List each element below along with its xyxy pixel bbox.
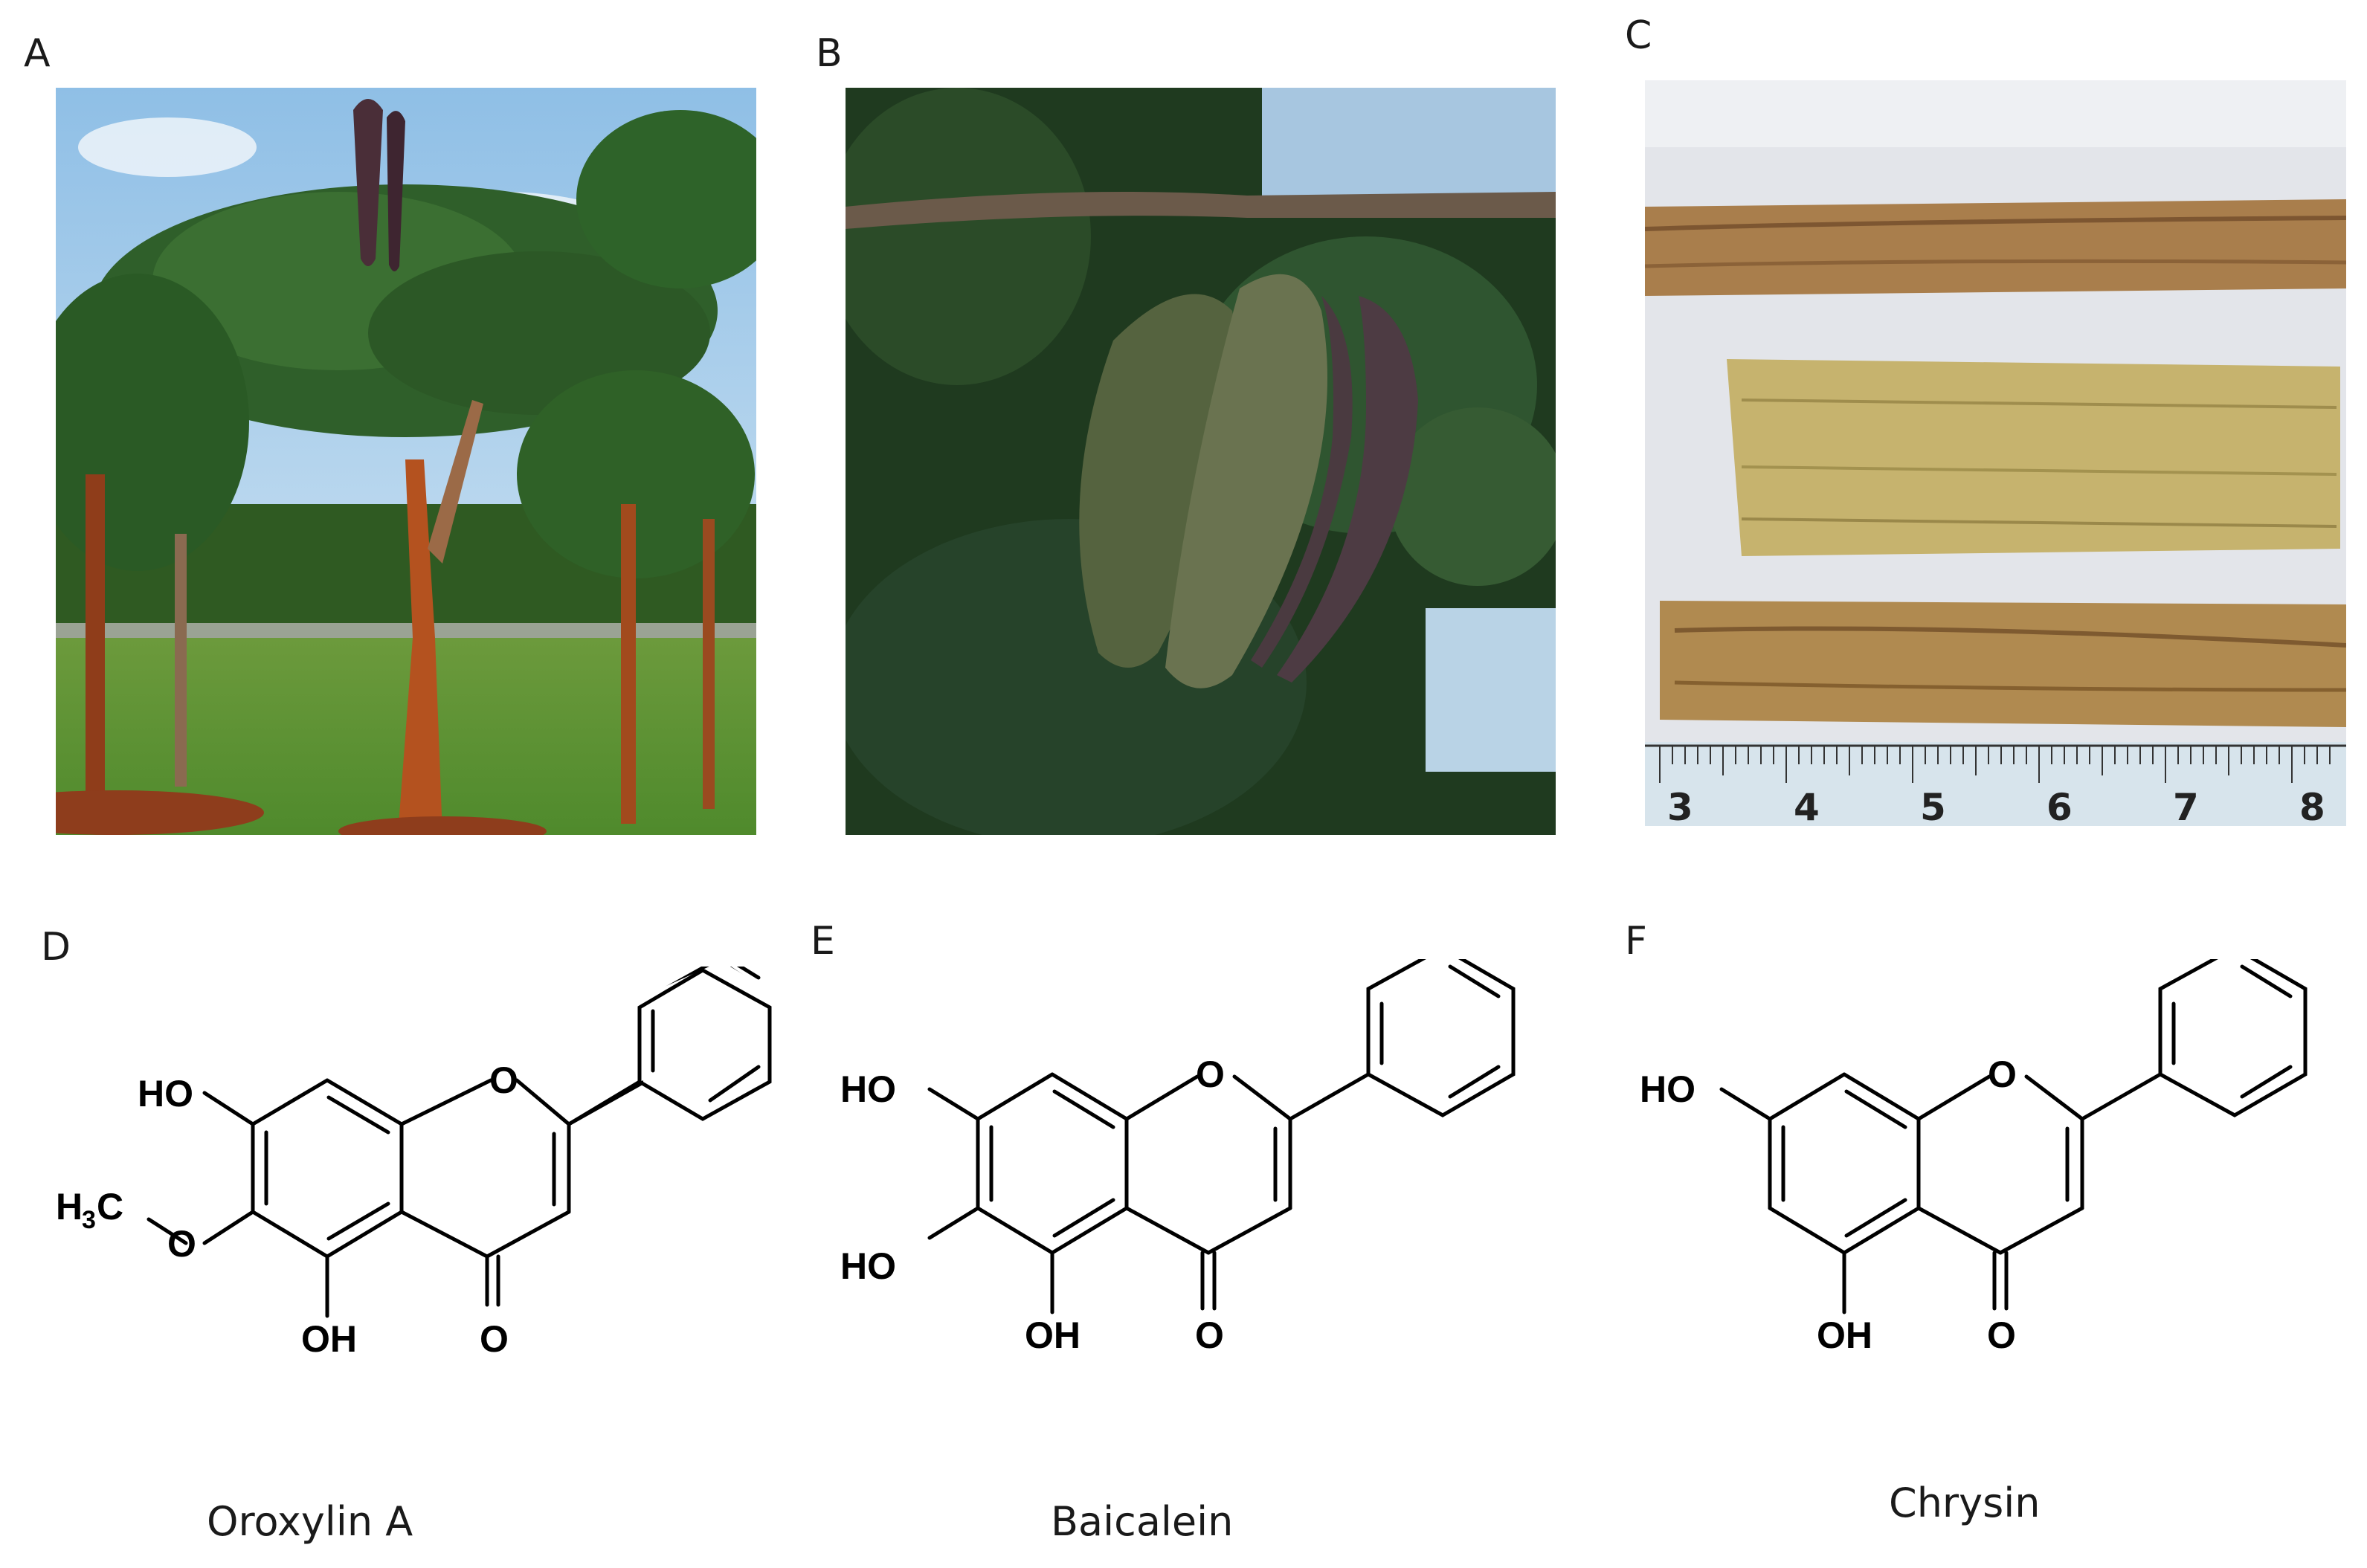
atom-h3c-h: H xyxy=(56,1186,83,1227)
structure-baicalein: HO O HO OH O xyxy=(840,959,1516,1356)
ruler-label-3: 3 xyxy=(1667,786,1693,826)
atom-methoxy-o: O xyxy=(167,1223,196,1265)
atom-keto-o: O xyxy=(1195,1314,1224,1356)
ruler-label-5: 5 xyxy=(1920,786,1946,826)
atom-ho-mid: HO xyxy=(840,1245,896,1287)
compound-name-baicalein: Baicalein xyxy=(1051,1498,1234,1545)
ruler-label-7: 7 xyxy=(2173,786,2199,826)
photo-pods xyxy=(846,88,1556,835)
atom-ho-top: HO xyxy=(138,1073,193,1114)
atom-oh-bottom: OH xyxy=(1025,1314,1081,1356)
atom-keto-o: O xyxy=(1987,1314,2016,1356)
panel-label-b: B xyxy=(816,31,843,76)
atom-ring-o: O xyxy=(1988,1054,2017,1095)
atom-oh-bottom: OH xyxy=(1817,1314,1872,1356)
atom-ho-top: HO xyxy=(1640,1068,1695,1110)
photo-bark: 3 4 5 6 7 8 xyxy=(1645,80,2346,826)
structure-oroxylin-a: HO O H 3 C O OH O xyxy=(56,967,773,1360)
atom-oh-bottom: OH xyxy=(301,1318,357,1360)
panel-label-f: F xyxy=(1625,919,1647,964)
panel-label-c: C xyxy=(1625,13,1652,58)
atom-ring-o: O xyxy=(489,1059,518,1101)
panel-label-a: A xyxy=(24,31,51,76)
compound-name-chrysin: Chrysin xyxy=(1889,1480,2041,1526)
structure-chrysin: HO O OH O xyxy=(1640,959,2308,1356)
ruler-label-4: 4 xyxy=(1794,786,1820,826)
ruler-label-8: 8 xyxy=(2299,786,2325,826)
atom-keto-o: O xyxy=(480,1318,509,1360)
compound-name-oroxylin-a: Oroxylin A xyxy=(207,1498,413,1545)
atom-ho-top: HO xyxy=(840,1068,896,1110)
panel-label-e: E xyxy=(811,919,835,964)
atom-ring-o: O xyxy=(1196,1054,1225,1095)
ruler-label-6: 6 xyxy=(2046,786,2073,826)
atom-h3c-c: C xyxy=(97,1186,123,1227)
panel-label-d: D xyxy=(41,925,71,969)
atom-h3c-sub: 3 xyxy=(82,1206,96,1234)
photo-tree xyxy=(56,88,756,835)
